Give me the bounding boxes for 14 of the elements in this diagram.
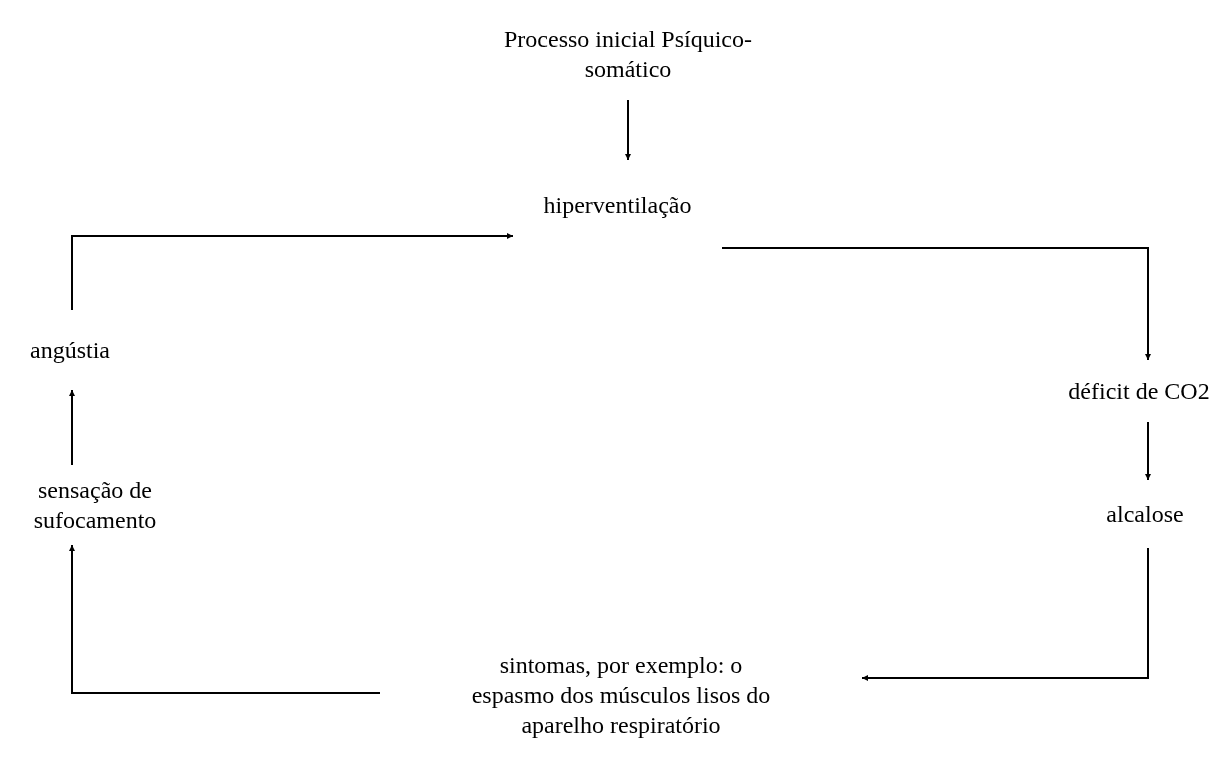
arrow (71, 233, 514, 311)
flow-text: sensação de sufocamento (32, 476, 158, 535)
arrow (69, 544, 381, 694)
flow-text: alcalose (1106, 500, 1184, 529)
flow-text: Processo inicial Psíquico-somático (503, 25, 753, 84)
flow-text: hiperventilação (543, 191, 692, 220)
flow-text: angústia (30, 336, 110, 365)
flow-text: déficit de CO2 (1068, 377, 1210, 406)
arrow (861, 547, 1149, 681)
arrow (69, 389, 75, 466)
flow-text: sintomas, por exemplo: o espasmo dos músculos lisos do aparelho respiratório (470, 651, 772, 740)
arrow (1145, 421, 1151, 481)
arrow (721, 247, 1151, 361)
arrow (625, 99, 631, 161)
